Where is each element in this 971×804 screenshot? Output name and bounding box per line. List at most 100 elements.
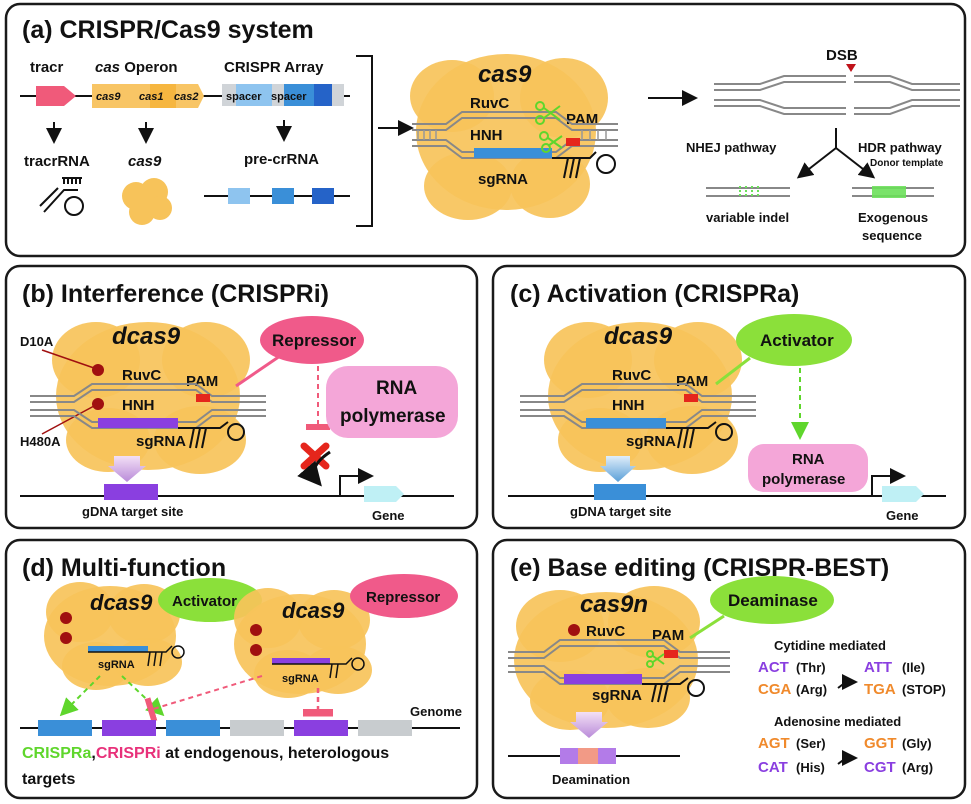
panel-d-title: (d) Multi-function	[22, 554, 226, 582]
panel-a-title: (a) CRISPR/Cas9 system	[22, 16, 314, 44]
dcas9-label-d-right: dcas9	[282, 598, 345, 623]
activator-label-d: Activator	[172, 593, 237, 610]
target-label-b: gDNA target site	[82, 504, 183, 519]
sgrna-label-d-left: sgRNA	[98, 659, 135, 671]
panel-e: (e) Base editing (CRISPR-BEST) cas9n Ruv…	[491, 538, 967, 800]
activator-label: Activator	[760, 331, 834, 350]
tracrrna-hairpin-icon	[39, 177, 84, 216]
genome-block-1	[38, 720, 92, 736]
mutation-d-right-1	[250, 624, 262, 636]
pre-crrna-spacer-1	[228, 188, 250, 204]
cas-operon-label: cas Operon	[95, 59, 178, 76]
promoter-arrow-c	[871, 468, 906, 496]
pam-site	[566, 138, 580, 146]
gene-b	[364, 486, 404, 502]
sgrna-label-b: sgRNA	[136, 433, 186, 450]
deamination-block-2	[578, 748, 598, 764]
cas2-gene	[176, 84, 204, 108]
repressor-bubble	[260, 316, 364, 364]
svg-text:(Thr): (Thr)	[796, 660, 826, 675]
scissors-icon	[535, 101, 563, 153]
genome-block-2	[102, 720, 156, 736]
h480a-pointer	[41, 405, 95, 435]
d10a-pointer	[41, 349, 95, 369]
repeat-2	[272, 84, 284, 106]
sgrna-spacer	[474, 148, 552, 158]
donor-insert	[872, 186, 906, 198]
sgrna-hairpin-icon-b	[178, 421, 245, 449]
pam-site-e	[664, 650, 678, 658]
svg-text:CAT: CAT	[758, 759, 788, 776]
hnh-label-b: HNH	[122, 397, 155, 414]
tracrrna-label: tracrRNA	[24, 153, 90, 170]
cas9-complex-label: cas9	[478, 61, 532, 88]
cas9-complex	[410, 54, 608, 220]
pre-crrna-spacer-2	[272, 188, 294, 204]
spacer-1	[236, 84, 272, 106]
rnap-label-1-c: RNA	[792, 451, 825, 468]
adenosine-row-2: CAT (His) CGT (Arg)	[758, 759, 933, 776]
genome-block-3	[166, 720, 220, 736]
cas9-gene	[92, 84, 156, 108]
indel-dna	[706, 187, 790, 197]
sgrna-hairpin-icon	[552, 151, 616, 179]
panel-c-title: (c) Activation (CRISPRa)	[510, 280, 799, 308]
hnh-label: HNH	[470, 127, 503, 144]
multi-function-caption-line1: CRISPRa,CRISPRi at endogenous, heterolog…	[22, 745, 389, 762]
rna-polymerase-c	[748, 444, 868, 492]
sgrna-hairpin-icon-e	[642, 677, 705, 703]
adenosine-arrow	[837, 750, 858, 766]
svg-text:(Arg): (Arg)	[902, 760, 933, 775]
down-arrow-b	[108, 456, 146, 482]
svg-text:CGA: CGA	[758, 681, 792, 698]
exogenous-label-1: Exogenous	[858, 210, 928, 225]
dcas9-label-d-left: dcas9	[90, 590, 153, 615]
cas9n-mutation	[568, 624, 580, 636]
svg-text:ACT: ACT	[758, 659, 789, 676]
sgrna-spacer-c	[586, 418, 666, 428]
dsb-label: DSB	[826, 47, 858, 64]
sgrna-hairpin-icon-c	[666, 421, 733, 449]
deaminase-label: Deaminase	[728, 591, 818, 610]
sgrna-spacer-e	[564, 674, 642, 684]
spacer-label-1: spacer	[226, 91, 262, 103]
svg-text:(His): (His)	[796, 760, 825, 775]
sgrna-label-e: sgRNA	[592, 687, 642, 704]
multi-function-caption-line2: targets	[22, 771, 75, 788]
d10a-mutation	[92, 364, 104, 376]
dsb-marker	[846, 64, 856, 72]
ruvc-label-c: RuvC	[612, 367, 651, 384]
sgrna-spacer-d-left	[88, 646, 148, 652]
tracr-label: tracr	[30, 59, 64, 76]
svg-text:(Arg): (Arg)	[796, 682, 827, 697]
genome-block-5	[294, 720, 348, 736]
operon-gene-cas2: cas2	[174, 91, 198, 103]
deaminase-tether	[689, 614, 725, 640]
genome-block-4	[230, 720, 284, 736]
target-label-c: gDNA target site	[570, 504, 671, 519]
sgrna-label-c: sgRNA	[626, 433, 676, 450]
fork-hdr	[835, 147, 876, 179]
repressor-bubble-d	[350, 574, 458, 618]
pam-label-b: PAM	[186, 373, 218, 390]
exogenous-label-2: sequence	[862, 228, 922, 243]
indel-marks	[739, 186, 759, 198]
bracket	[356, 55, 373, 227]
pam-label: PAM	[566, 111, 598, 128]
dcas9-label-b: dcas9	[112, 323, 181, 350]
svg-text:ATT: ATT	[864, 659, 892, 676]
svg-text:GGT: GGT	[864, 735, 897, 752]
repressor-tether	[235, 354, 281, 388]
svg-text:CGT: CGT	[864, 759, 896, 776]
svg-text:(Ser): (Ser)	[796, 736, 826, 751]
hdr-label: HDR pathway	[858, 140, 943, 155]
target-site-b	[104, 484, 158, 500]
panel-b-title: (b) Interference (CRISPRi)	[22, 280, 329, 308]
activator-tether	[715, 356, 751, 386]
spacer-label-2: spacer	[271, 91, 307, 103]
spacer-3	[314, 84, 332, 106]
sgrna-label: sgRNA	[478, 171, 528, 188]
rnap-label-2-c: polymerase	[762, 471, 845, 488]
cas9-protein-icon	[122, 178, 172, 225]
gene-c	[882, 486, 924, 502]
